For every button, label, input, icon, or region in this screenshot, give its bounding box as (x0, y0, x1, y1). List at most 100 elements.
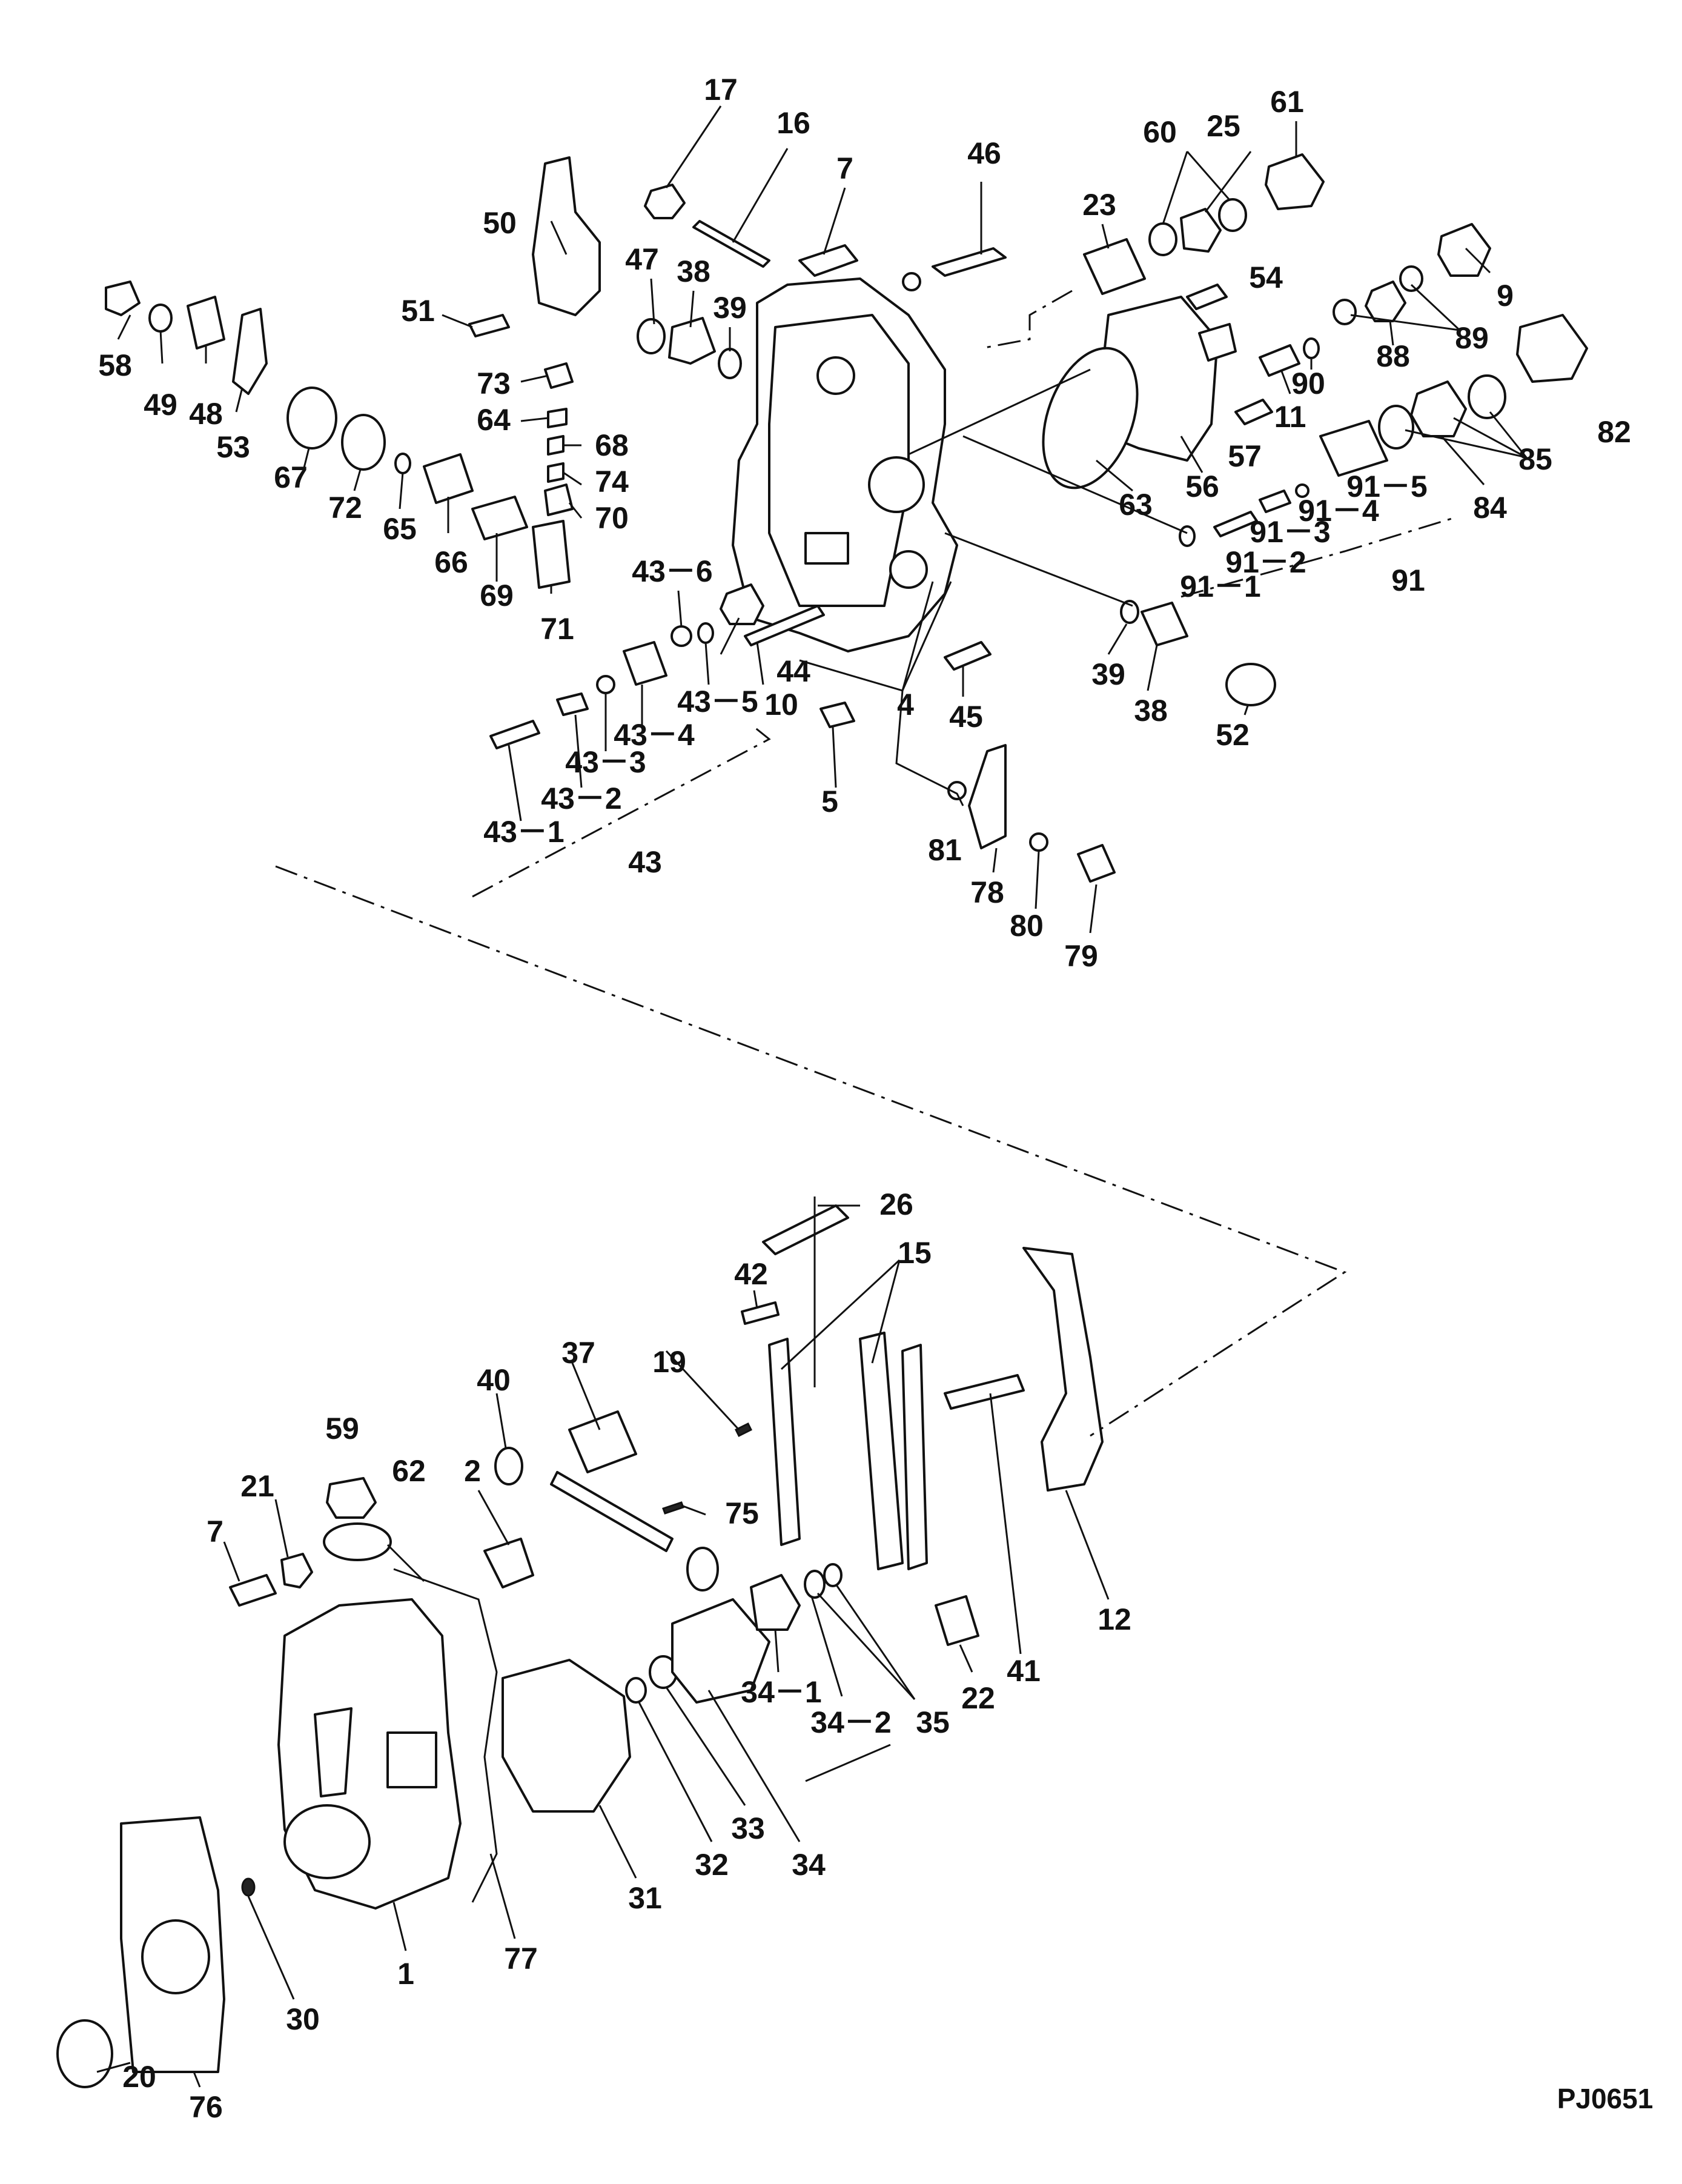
leader-84 (1440, 436, 1485, 485)
callout: 67 (274, 460, 308, 494)
callout: 15 (898, 1236, 932, 1270)
lever-15b (859, 1332, 904, 1570)
leader-12 (1065, 1490, 1110, 1600)
callout: 78 (970, 875, 1004, 909)
washer-34-2 (804, 1570, 826, 1599)
pin-75 (662, 1501, 684, 1515)
callout: 91－1 (1180, 569, 1260, 603)
leader-80 (1035, 851, 1040, 909)
leader-32 (638, 1702, 713, 1842)
callout: 54 (1249, 261, 1283, 294)
pin-30 (241, 1877, 256, 1897)
spring-91-3 (1259, 490, 1291, 513)
leader-53 (235, 387, 243, 413)
bush-66 (423, 453, 474, 504)
callout: 40 (477, 1363, 511, 1397)
callout: 42 (734, 1257, 768, 1291)
leader-52 (1243, 705, 1249, 715)
leader-38a (689, 290, 695, 328)
leader-41 (989, 1393, 1022, 1655)
lever-50 (532, 156, 601, 316)
clip-43-5 (697, 622, 714, 644)
bolt-46 (932, 247, 1007, 277)
leader-81 (895, 690, 964, 806)
callout: 52 (1216, 718, 1250, 752)
callout: 69 (480, 579, 514, 612)
callout: 74 (595, 465, 629, 499)
callout: 4 (897, 688, 914, 722)
leader-60a (1162, 151, 1188, 225)
callout: 30 (286, 2002, 320, 2036)
callout: 32 (695, 1848, 729, 1882)
callout: 22 (961, 1681, 995, 1715)
leader-1 (392, 1902, 407, 1951)
leader-21 (274, 1499, 289, 1558)
oring-39b (1120, 600, 1139, 624)
callout: 44 (776, 654, 810, 688)
washer-85a (1378, 405, 1414, 450)
leader-lines (96, 105, 1528, 2088)
callout: 63 (1119, 488, 1153, 522)
leader-housing-39 (944, 532, 1133, 607)
callout: 20 (122, 2060, 156, 2094)
leader-9 (1465, 247, 1491, 274)
leader-15a (780, 1259, 901, 1370)
clip-91-1 (1179, 525, 1196, 547)
leader-2 (477, 1490, 510, 1545)
callout: 46 (967, 136, 1001, 170)
callout: 62 (392, 1454, 426, 1488)
upper-assembly (105, 153, 1588, 883)
cap-22 (935, 1595, 979, 1646)
plate-78 (968, 744, 1007, 849)
leader-34-1 (774, 1629, 780, 1673)
callout: 43 (628, 845, 662, 879)
nut-82 (1516, 314, 1588, 383)
callout: 26 (879, 1187, 913, 1221)
callout: 9 (1497, 279, 1514, 313)
oring-65 (394, 453, 411, 474)
dash-23-housing (981, 290, 1073, 350)
cover-boss (1198, 323, 1237, 362)
leader-42 (753, 1290, 758, 1309)
bolt-91-2 (1213, 511, 1258, 537)
leader-19 (665, 1350, 740, 1431)
screw-57 (1234, 399, 1273, 425)
leader-64 (520, 417, 549, 422)
leader-77 (489, 1853, 516, 1939)
leader-7a (823, 187, 846, 255)
washer-49 (148, 304, 173, 333)
leader-85a (1405, 429, 1527, 459)
callout: 21 (240, 1469, 274, 1503)
spring-41 (944, 1374, 1025, 1410)
cap-52 (1225, 663, 1276, 706)
washer-43-6 (670, 625, 692, 647)
callout: 39 (713, 291, 747, 325)
leader-56 (1180, 436, 1204, 473)
spring-64 (547, 408, 568, 428)
callout: 64 (477, 403, 511, 437)
callout: 56 (1185, 470, 1219, 503)
gasket-76-hole (141, 1919, 210, 1994)
callout: 35 (916, 1705, 950, 1739)
nut-34-1 (750, 1574, 801, 1631)
washer-80 (1029, 832, 1048, 852)
clip-2 (483, 1538, 534, 1588)
callout: 73 (477, 367, 511, 400)
callout: 49 (144, 388, 177, 422)
leader-16 (732, 148, 789, 243)
nut-88 (1365, 280, 1406, 322)
callout: 38 (1134, 694, 1168, 728)
leader-72 (353, 469, 362, 491)
callout: 43－4 (614, 718, 695, 752)
leader-47 (650, 278, 655, 325)
leader-7b (223, 1541, 240, 1582)
spring-11 (1259, 344, 1300, 377)
callout: 43－6 (632, 554, 712, 588)
screw-79 (1077, 844, 1116, 883)
bolt-7b (229, 1574, 277, 1607)
oring-39a (718, 348, 742, 379)
callout: 71 (540, 612, 574, 646)
lever-15c (901, 1344, 928, 1570)
spring-72 (341, 414, 386, 471)
spring-23 (1083, 238, 1146, 295)
